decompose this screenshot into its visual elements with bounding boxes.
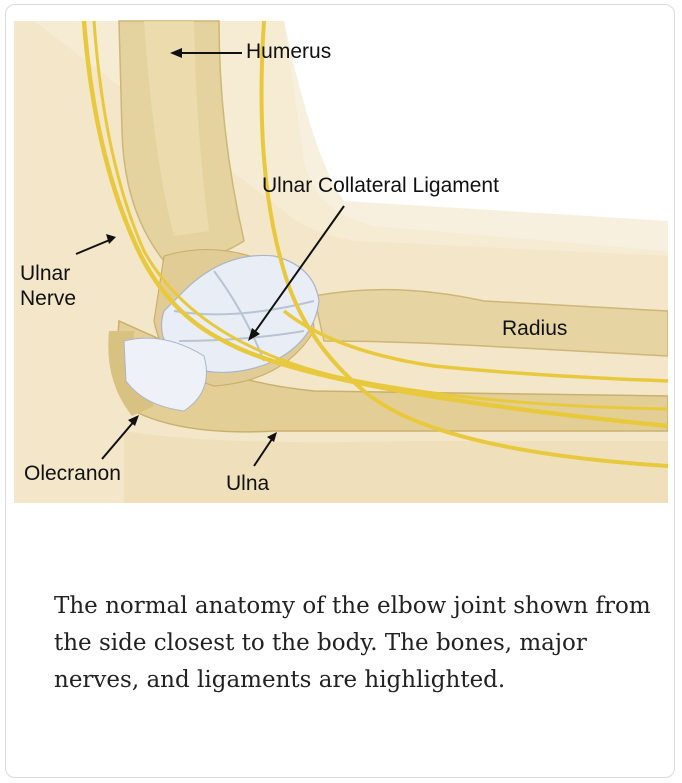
label-radius: Radius bbox=[502, 316, 567, 341]
figure-caption: The normal anatomy of the elbow joint sh… bbox=[54, 588, 654, 699]
label-humerus: Humerus bbox=[246, 39, 331, 64]
label-ulnar-nerve-line1: Ulnar bbox=[20, 261, 70, 286]
label-ulna: Ulna bbox=[226, 471, 269, 496]
elbow-anatomy-figure: Humerus Ulnar Collateral Ligament Ulnar … bbox=[14, 11, 668, 503]
label-ulnar-collateral-ligament: Ulnar Collateral Ligament bbox=[262, 173, 499, 198]
forearm-underside bbox=[124, 431, 668, 503]
label-ulnar-nerve-line2: Nerve bbox=[20, 286, 76, 311]
elbow-illustration bbox=[14, 11, 668, 503]
label-olecranon: Olecranon bbox=[24, 461, 121, 486]
figure-card: Humerus Ulnar Collateral Ligament Ulnar … bbox=[5, 4, 675, 778]
